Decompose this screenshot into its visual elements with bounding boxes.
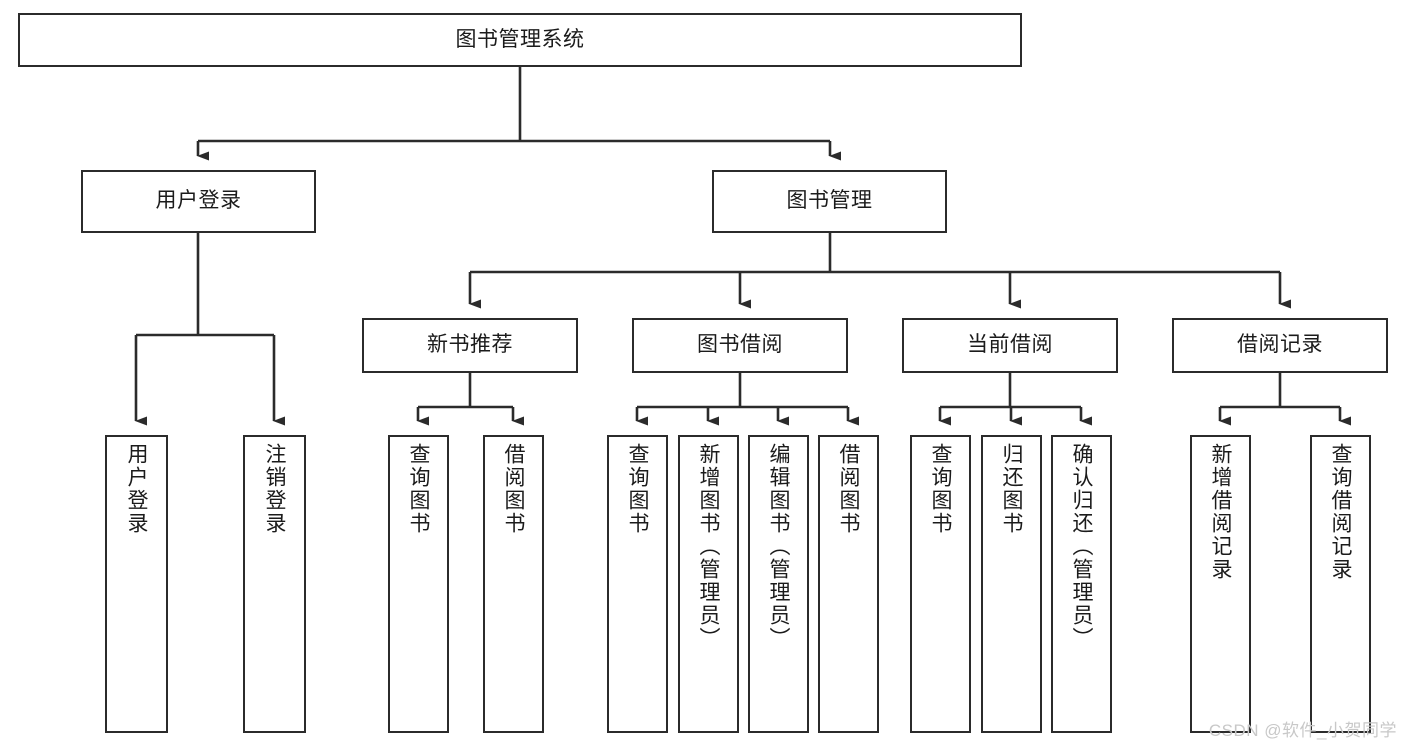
leaf-current-confirm-return-admin[interactable]: 确认归还（管理员）: [1051, 435, 1112, 733]
leaf-borrow-edit-book-admin[interactable]: 编辑图书（管理员）: [748, 435, 809, 733]
leaf-record-add-label: 新增借阅记录: [1209, 443, 1233, 581]
leaf-user-login[interactable]: 用户登录: [105, 435, 168, 733]
node-book-management[interactable]: 图书管理: [712, 170, 947, 233]
leaf-record-query[interactable]: 查询借阅记录: [1310, 435, 1371, 733]
leaf-borrow-edit-book-admin-label: 编辑图书（管理员）: [767, 443, 791, 650]
node-root-label: 图书管理系统: [455, 27, 585, 51]
node-new-book-recommend[interactable]: 新书推荐: [362, 318, 578, 373]
leaf-borrow-add-book-admin[interactable]: 新增图书（管理员）: [678, 435, 739, 733]
leaf-current-confirm-return-admin-label: 确认归还（管理员）: [1070, 443, 1094, 650]
leaf-newbook-borrow-book[interactable]: 借阅图书: [483, 435, 544, 733]
leaf-borrow-query-book-label: 查询图书: [626, 443, 650, 535]
csdn-watermark: CSDN @软件_小贺同学: [1208, 721, 1397, 740]
node-borrow-record[interactable]: 借阅记录: [1172, 318, 1388, 373]
node-current-borrow[interactable]: 当前借阅: [902, 318, 1118, 373]
node-borrow-record-label: 借阅记录: [1237, 333, 1323, 357]
leaf-current-query-book-label: 查询图书: [929, 443, 953, 535]
leaf-newbook-query-book-label: 查询图书: [407, 443, 431, 535]
leaf-newbook-borrow-book-label: 借阅图书: [502, 443, 526, 535]
leaf-current-return-book[interactable]: 归还图书: [981, 435, 1042, 733]
node-root[interactable]: 图书管理系统: [18, 13, 1022, 67]
node-user-login[interactable]: 用户登录: [81, 170, 316, 233]
leaf-logout[interactable]: 注销登录: [243, 435, 306, 733]
leaf-current-query-book[interactable]: 查询图书: [910, 435, 971, 733]
leaf-borrow-query-book[interactable]: 查询图书: [607, 435, 668, 733]
leaf-borrow-lend-book[interactable]: 借阅图书: [818, 435, 879, 733]
leaf-current-return-book-label: 归还图书: [1000, 443, 1024, 535]
node-book-borrow[interactable]: 图书借阅: [632, 318, 848, 373]
leaf-user-login-label: 用户登录: [125, 443, 149, 535]
leaf-record-query-label: 查询借阅记录: [1329, 443, 1353, 581]
leaf-borrow-add-book-admin-label: 新增图书（管理员）: [697, 443, 721, 650]
node-book-management-label: 图书管理: [786, 189, 873, 213]
node-book-borrow-label: 图书借阅: [697, 333, 783, 357]
leaf-record-add[interactable]: 新增借阅记录: [1190, 435, 1251, 733]
node-user-login-label: 用户登录: [155, 189, 242, 213]
leaf-newbook-query-book[interactable]: 查询图书: [388, 435, 449, 733]
node-new-book-recommend-label: 新书推荐: [427, 333, 513, 357]
node-current-borrow-label: 当前借阅: [967, 333, 1053, 357]
leaf-logout-label: 注销登录: [263, 443, 287, 535]
leaf-borrow-lend-book-label: 借阅图书: [837, 443, 861, 535]
